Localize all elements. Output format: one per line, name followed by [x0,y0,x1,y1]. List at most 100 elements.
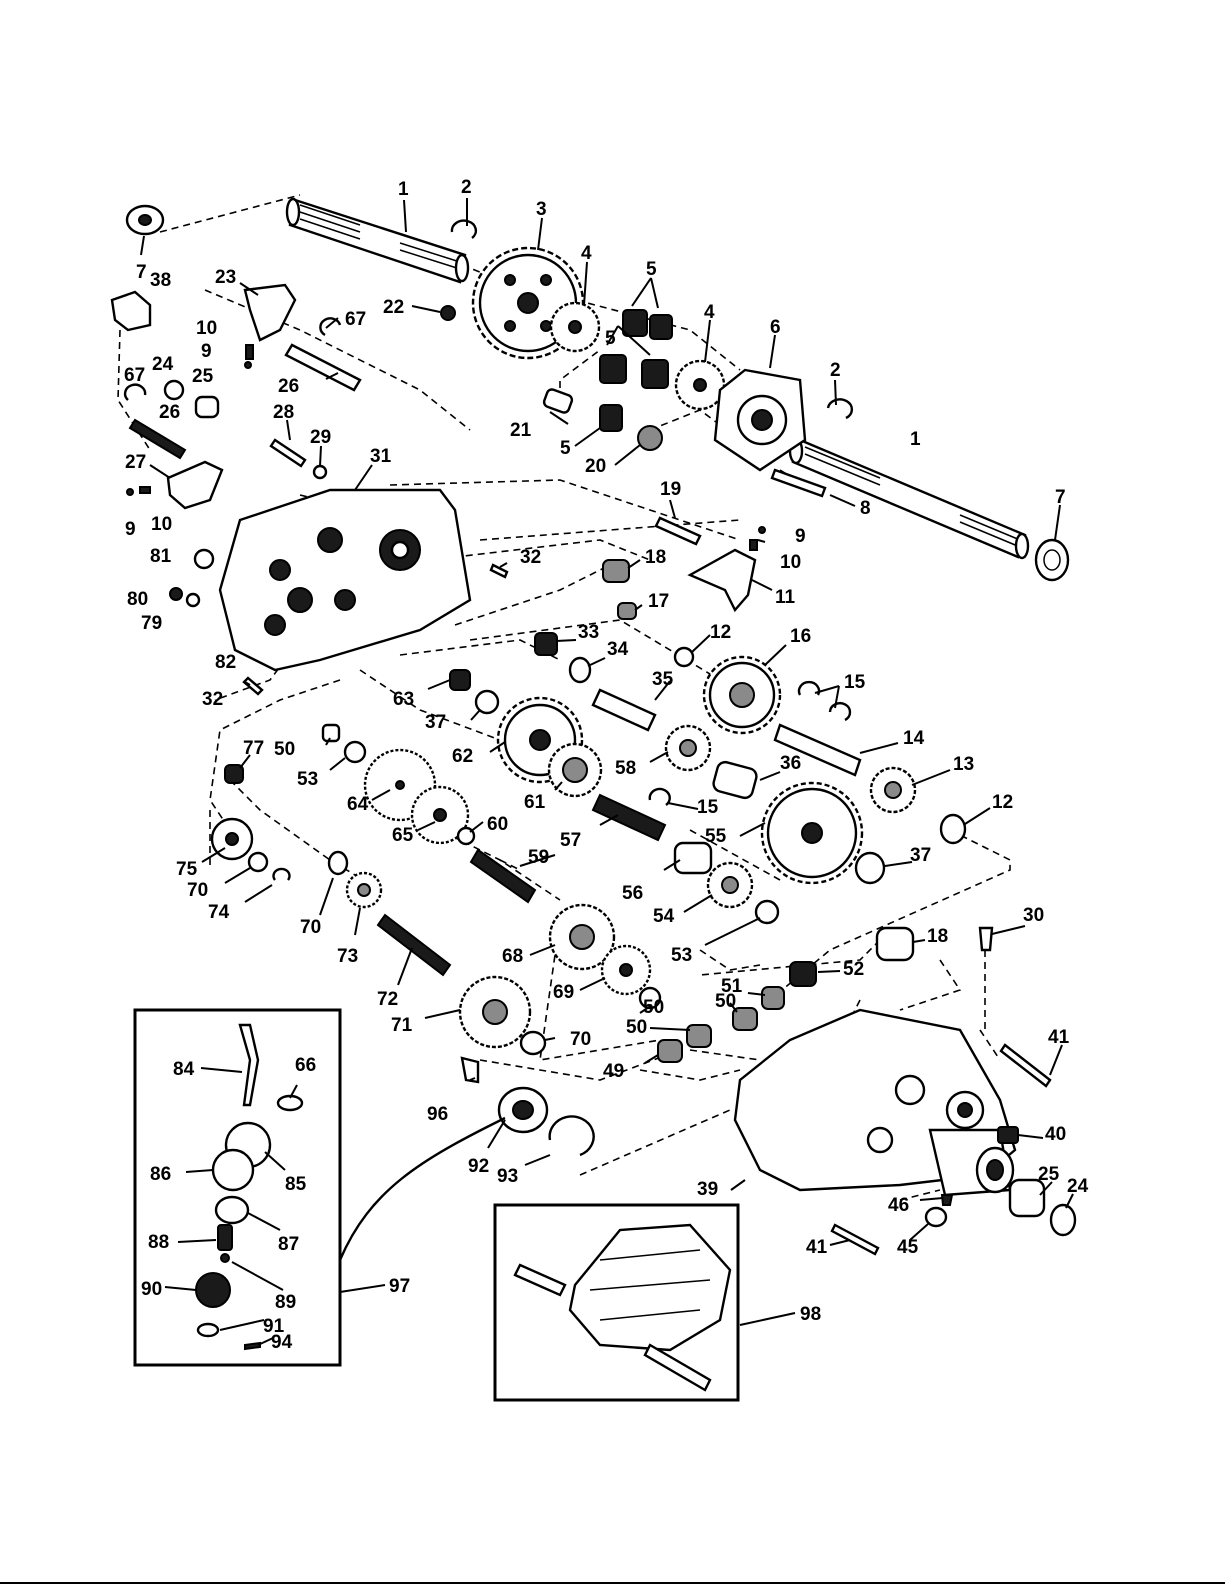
callout-45: 45 [897,1237,919,1258]
housing-92 [497,1086,549,1134]
callout-31: 31 [370,446,392,467]
callout-18-upper: 18 [645,547,666,568]
callout-81: 81 [150,546,172,567]
callout-90: 90 [141,1279,162,1300]
callout-71: 71 [391,1015,413,1036]
parts [110,197,1077,1261]
snap-ring-93 [548,1115,595,1157]
washer-12-upper [673,646,695,668]
washer-53-left [343,740,367,764]
boot-86 [211,1148,255,1192]
callout-15-upper: 15 [844,672,866,693]
callout-labels: 1 1 2 2 3 4 4 5 5 5 6 7 7 8 9 9 9 10 10 … [124,177,1089,1353]
callout-67-upper: 67 [345,309,366,330]
washer-24-upper [163,379,185,401]
callout-80: 80 [127,589,148,610]
callout-21: 21 [510,420,532,441]
callout-55: 55 [705,826,727,847]
ball-9-c [758,526,766,534]
bushing-17 [617,602,637,620]
shaft-35 [591,688,657,732]
washer-50-center [638,986,662,1010]
callout-30: 30 [1023,905,1044,926]
gear-71 [458,975,532,1049]
washer-70-right [519,1030,547,1056]
washer-37-upper [474,689,500,715]
gear-16 [702,655,782,735]
thrust-washer-7-upper [125,204,165,236]
axle-shaft-lower [788,437,1030,560]
bearing-33 [534,632,558,656]
callout-54: 54 [653,906,675,927]
shaft-59 [469,848,537,904]
callout-37-lower: 37 [910,845,931,866]
callout-64: 64 [347,794,369,815]
callout-70-center: 70 [300,917,321,938]
callout-3: 3 [536,199,547,220]
cap-87 [214,1195,250,1225]
bracket-38 [110,290,152,332]
bolt-41-lower [830,1223,880,1256]
callout-84: 84 [173,1059,195,1080]
callout-97: 97 [389,1276,410,1297]
gear-54 [706,861,754,909]
callout-17: 17 [648,591,669,612]
ring-67-lower [123,383,147,401]
inset-transaxle-assembly [493,1203,740,1402]
callout-50-lower: 50 [626,1017,647,1038]
callout-4-right: 4 [704,302,715,323]
callout-10-upper: 10 [196,318,217,339]
callout-72: 72 [377,989,398,1010]
callout-51: 51 [721,976,743,997]
callout-74: 74 [208,902,230,923]
shift-rod-26-lower [128,418,187,460]
bearing-22 [440,305,456,321]
callout-69: 69 [553,982,574,1003]
callout-96: 96 [427,1104,448,1125]
case-half-31 [218,488,472,672]
washer-37-lower [854,851,886,885]
spring-88 [217,1224,233,1251]
plug-40 [997,1126,1019,1144]
callout-9-upper: 9 [201,341,212,362]
callout-66: 66 [295,1055,316,1076]
gear-73 [345,871,383,909]
callout-39: 39 [697,1179,718,1200]
callout-92: 92 [468,1156,489,1177]
callout-25-upper: 25 [192,366,214,387]
callout-20: 20 [585,456,606,477]
callout-23: 23 [215,267,236,288]
pinion-gears-5 [599,309,673,432]
gear-4-right [674,359,726,411]
callout-94: 94 [271,1332,293,1353]
shift-fork-27 [166,460,224,510]
callout-2-upper: 2 [461,177,472,198]
ring-45 [924,1206,948,1228]
bushing-51 [761,986,785,1010]
callout-60: 60 [487,814,508,835]
callout-2-lower: 2 [830,360,841,381]
shift-rod-26-upper [284,343,362,392]
ring-67-upper [319,317,342,337]
callout-57: 57 [560,830,581,851]
washer-12-lower [939,813,967,845]
bushing-18-upper [602,559,630,583]
washer-70-left [247,851,269,873]
callout-68: 68 [502,946,523,967]
callout-75: 75 [176,859,198,880]
callout-58: 58 [615,758,636,779]
case-half-39 [733,1008,1017,1197]
callout-82: 82 [215,652,236,673]
callout-41-upper: 41 [1048,1027,1070,1048]
gear-68 [548,903,616,971]
callout-87: 87 [278,1234,299,1255]
snap-ring-2-upper [450,219,478,239]
ball-89 [220,1253,230,1263]
ball-9-a [244,361,252,369]
washer-70-center [327,850,349,876]
callout-18-lower: 18 [927,926,948,947]
gear-55 [760,781,864,885]
callout-1-upper: 1 [398,179,409,200]
bushing-50-left [321,723,341,743]
